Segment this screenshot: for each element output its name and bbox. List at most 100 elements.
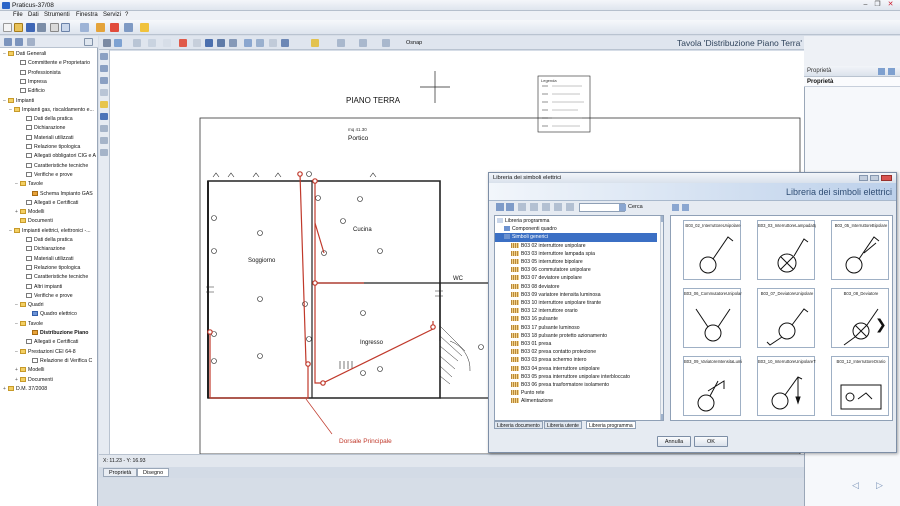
tree-pin-icon[interactable]	[84, 38, 93, 46]
library-tree-item[interactable]: Simboli generici	[495, 233, 657, 242]
tree-item[interactable]: Quadro elettrico	[0, 310, 98, 319]
tree-item[interactable]: +Modelli	[0, 366, 98, 375]
door-tool-icon[interactable]	[100, 125, 108, 132]
library-tree-item[interactable]: B03 12 interruttore orario	[495, 307, 657, 315]
grid-icon[interactable]	[217, 39, 225, 47]
tree-expander-icon[interactable]: +	[3, 385, 6, 392]
tab-proprieta[interactable]: Proprietà	[103, 468, 138, 477]
tree-expander-icon[interactable]: –	[15, 348, 18, 355]
library-tree-item[interactable]: B03 09 variatore intensita luminosa	[495, 291, 657, 299]
paste-icon[interactable]	[163, 39, 171, 47]
tree-expander-icon[interactable]: –	[9, 106, 12, 113]
tree-item[interactable]: Documenti	[0, 217, 98, 226]
tree-item[interactable]: –Impianti	[0, 97, 98, 106]
panel-close-icon[interactable]	[888, 68, 895, 75]
library-tree-item[interactable]: Libreria programma	[495, 217, 657, 225]
tree-expander-icon[interactable]: –	[15, 320, 18, 327]
symbol-tool-icon[interactable]	[100, 101, 108, 108]
library-up-icon[interactable]	[554, 203, 562, 211]
library-tree-item[interactable]: B03 18 pulsante protetto azionamento	[495, 332, 657, 340]
arc-tool-icon[interactable]	[100, 89, 108, 96]
library-tree-item[interactable]: B03 16 pulsante	[495, 315, 657, 323]
tree-item[interactable]: Caratteristiche tecniche	[0, 273, 98, 282]
close-button[interactable]: ✕	[887, 1, 894, 8]
tree-item[interactable]: Verifiche e prove	[0, 171, 98, 180]
tree-item[interactable]: Allegati e Certificati	[0, 199, 98, 208]
ortho-icon[interactable]	[337, 39, 345, 47]
nav-next-icon[interactable]: ▷	[876, 480, 883, 490]
tree-expander-icon[interactable]: +	[15, 209, 18, 216]
tree-item[interactable]: Dichiarazione	[0, 124, 98, 133]
tree-item[interactable]: –Quadri	[0, 301, 98, 310]
text-icon[interactable]	[281, 39, 289, 47]
tree-item[interactable]: Caratteristiche tecniche	[0, 162, 98, 171]
edit-icon[interactable]	[96, 23, 105, 32]
tab-libreria-programma[interactable]: Libreria programma	[586, 421, 636, 429]
dialog-close-button[interactable]	[881, 175, 892, 181]
library-tree-item[interactable]: B03 17 pulsante luminoso	[495, 324, 657, 332]
library-tree-item[interactable]: Punto rete	[495, 389, 657, 397]
maximize-button[interactable]: ❐	[874, 1, 881, 8]
preview-small-icon[interactable]	[682, 204, 689, 211]
symbol-card[interactable]: B03_02_InterruttoreUnipolare	[683, 220, 741, 280]
scroll-down-icon[interactable]	[661, 414, 663, 420]
library-tree-scrollbar[interactable]	[660, 216, 663, 420]
menu-file[interactable]: File	[13, 12, 23, 18]
tree-expander-icon[interactable]: +	[15, 367, 18, 374]
tree-item[interactable]: Dati della pratica	[0, 236, 98, 245]
next-page-arrow[interactable]: ❯	[875, 316, 887, 332]
minimize-button[interactable]: –	[863, 1, 868, 8]
cancel-button[interactable]: Annulla	[657, 436, 691, 447]
tree-item[interactable]: –Prestazioni CEI 64-8	[0, 348, 98, 357]
tree-expander-icon[interactable]: –	[3, 97, 6, 104]
tree-expander-icon[interactable]: +	[15, 376, 18, 383]
tab-disegno[interactable]: Disegno	[137, 468, 170, 477]
layer-icon[interactable]	[205, 39, 213, 47]
library-tree-item[interactable]: B03 02 presa contatto protezione	[495, 348, 657, 356]
tree-item[interactable]: –Tavole	[0, 320, 98, 329]
library-add-icon[interactable]	[530, 203, 538, 211]
symbol-card[interactable]: B03_10_InterruttoreUnipolareTirante	[757, 356, 816, 416]
library-tree-item[interactable]: B03 08 deviatore	[495, 283, 657, 291]
library-tree-item[interactable]: B03 01 presa	[495, 340, 657, 348]
symbol-card[interactable]: B03_05_InterruttoreBipolare	[831, 220, 889, 280]
measure-icon[interactable]	[382, 39, 390, 47]
tree-refresh-icon[interactable]	[27, 38, 35, 46]
snap-icon[interactable]	[311, 39, 319, 47]
library-tree-item[interactable]: B03 04 presa interruttore unipolare	[495, 365, 657, 373]
polar-icon[interactable]	[359, 39, 367, 47]
tree-item[interactable]: Relazione tipologica	[0, 143, 98, 152]
symbol-card[interactable]: B03_08_Deviatore	[831, 288, 889, 348]
tree-item[interactable]: Allegati e Certificati	[0, 338, 98, 347]
zoom-icon[interactable]	[114, 39, 122, 47]
tree-item[interactable]: Edificio	[0, 87, 98, 96]
line-tool-icon[interactable]	[100, 53, 108, 60]
lightbulb-icon[interactable]	[140, 23, 149, 32]
tree-item[interactable]: Altri impianti	[0, 283, 98, 292]
library-down-icon[interactable]	[566, 203, 574, 211]
pin-icon[interactable]	[878, 68, 885, 75]
library-tree-item[interactable]: B03 07 deviatore unipolare	[495, 274, 657, 282]
dimension-tool-icon[interactable]	[100, 149, 108, 156]
tree-item[interactable]: –Dati Generali	[0, 50, 98, 59]
tree-item[interactable]: –Impianti gas, riscaldamento e...	[0, 106, 98, 115]
select-icon[interactable]	[103, 39, 111, 47]
window-tool-icon[interactable]	[100, 137, 108, 144]
preview-large-icon[interactable]	[672, 204, 679, 211]
tree-item[interactable]: Relazione di Verifica C	[0, 357, 98, 366]
tree-item[interactable]: Allegati obbligatori CIG e A	[0, 152, 98, 161]
print-icon[interactable]	[50, 23, 59, 32]
library-new-icon[interactable]	[496, 203, 504, 211]
tree-item[interactable]: +Modelli	[0, 208, 98, 217]
save-drawing-icon[interactable]	[229, 39, 237, 47]
library-tree-item[interactable]: Componenti quadro	[495, 225, 657, 233]
library-tree-item[interactable]: B03 06 presa trasformatore isolamento	[495, 381, 657, 389]
search-icon[interactable]	[619, 204, 626, 211]
mirror-icon[interactable]	[269, 39, 277, 47]
tree-item[interactable]: –Tavole	[0, 180, 98, 189]
polyline-tool-icon[interactable]	[100, 65, 108, 72]
tree-collapse-icon[interactable]	[15, 38, 23, 46]
dialog-maximize-button[interactable]	[870, 175, 879, 181]
rect-icon[interactable]	[193, 39, 201, 47]
tab-libreria-utente[interactable]: Libreria utente	[544, 421, 582, 429]
